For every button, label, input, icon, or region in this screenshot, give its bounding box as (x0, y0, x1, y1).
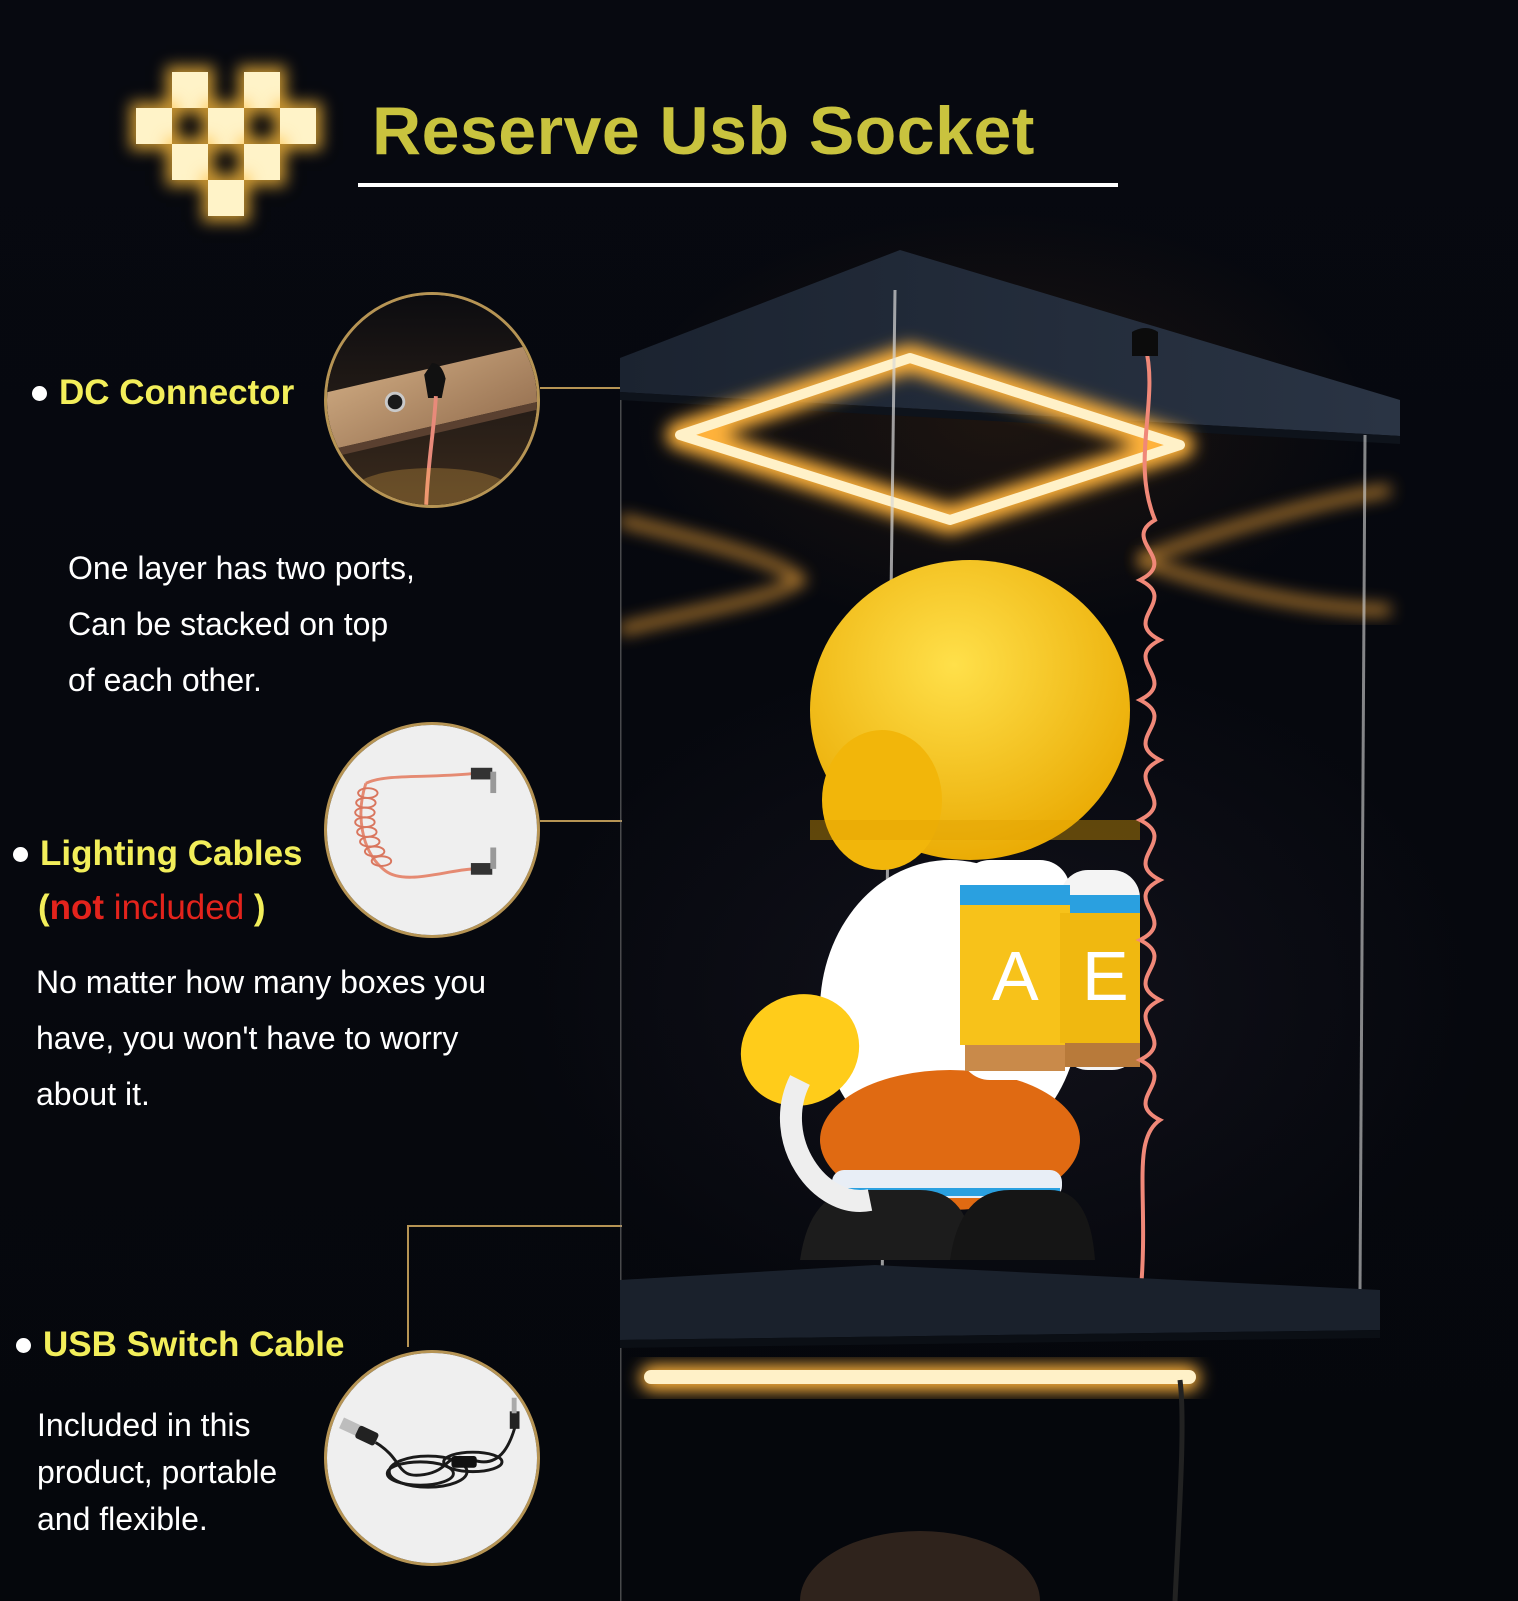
bullet-dot (16, 1337, 31, 1353)
feature-title: USB Switch Cable (43, 1325, 345, 1364)
figure-letter-right: E (1082, 937, 1129, 1015)
feature-description: No matter how many boxes you have, you w… (36, 966, 486, 1134)
description-line: One layer has two ports, (68, 550, 415, 586)
description-line: of each other. (68, 662, 262, 698)
usb-switch-cable-photo-icon (327, 1353, 537, 1563)
connector-line (540, 387, 622, 389)
note-included: included (104, 888, 245, 927)
display-case-photo-icon: A E (620, 250, 1400, 1601)
note-not: not (49, 888, 105, 927)
heart-pixel-logo-icon (136, 72, 316, 216)
feature-dc-connector: DC Connector (32, 373, 294, 413)
note-paren-open: ( (38, 888, 50, 927)
dc-connector-photo (324, 292, 540, 508)
description-line: and flexible. (37, 1501, 208, 1537)
note-paren-close: ) (244, 888, 266, 927)
title-underline (358, 183, 1118, 187)
page-title: Reserve Usb Socket (372, 93, 1035, 169)
feature-usb-switch-cable: USB Switch Cable (16, 1325, 344, 1365)
dc-connector-photo-icon (327, 295, 537, 505)
description-line: No matter how many boxes you (36, 964, 486, 1000)
display-case-photo: A E (620, 240, 1518, 1601)
connector-line (407, 1225, 409, 1347)
description-line: about it. (36, 1076, 150, 1112)
usb-switch-cable-photo (324, 1350, 540, 1566)
connector-line (407, 1225, 622, 1227)
feature-title: DC Connector (59, 373, 295, 412)
not-included-note: (not included ) (38, 888, 266, 928)
figure-letter-left: A (992, 937, 1039, 1015)
description-line: Included in this (37, 1407, 251, 1443)
feature-title: Lighting Cables (40, 834, 303, 873)
bullet-dot (13, 846, 28, 862)
description-line: product, portable (37, 1454, 278, 1490)
feature-description: Included in this product, portable and f… (37, 1409, 277, 1550)
description-line: have, you won't have to worry (36, 1020, 459, 1056)
coiled-cable-photo-icon (327, 725, 537, 935)
feature-lighting-cables: Lighting Cables (13, 834, 303, 874)
bullet-dot (32, 385, 47, 401)
feature-description: One layer has two ports, Can be stacked … (68, 552, 415, 720)
connector-line (540, 820, 622, 822)
coiled-cable-photo (324, 722, 540, 938)
description-line: Can be stacked on top (68, 606, 389, 642)
